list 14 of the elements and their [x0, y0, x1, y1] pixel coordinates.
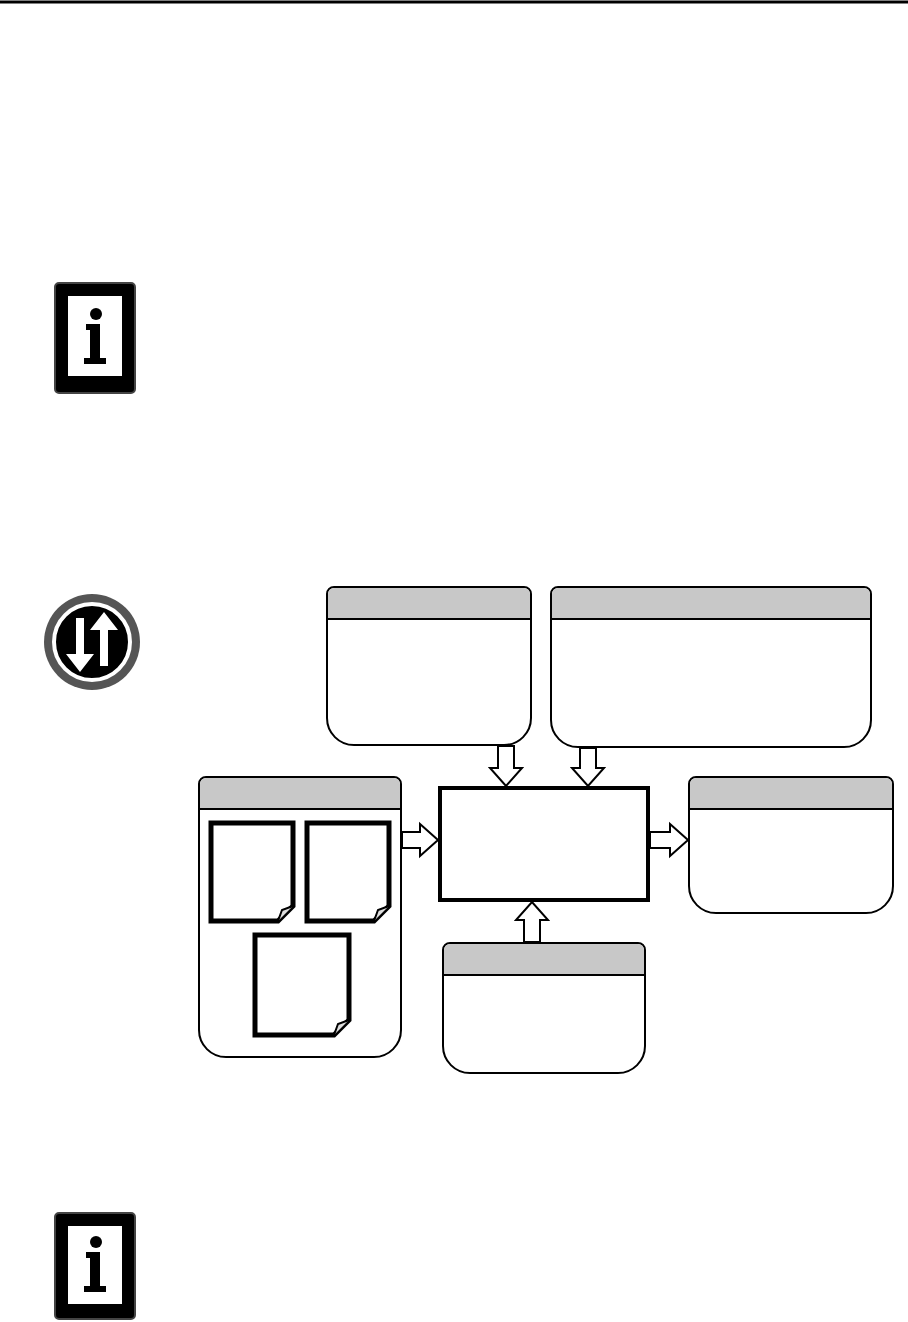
titled-panel: [326, 586, 532, 746]
group-panel: [198, 776, 402, 1058]
titled-panel: [550, 586, 872, 748]
document-page-icon: [252, 932, 352, 1038]
block-arrow: [649, 821, 690, 859]
document-page-icon: [304, 820, 392, 924]
process-box: [438, 786, 650, 902]
titled-panel: [688, 776, 894, 914]
block-arrow: [569, 747, 607, 788]
titled-panel: [442, 942, 646, 1074]
block-arrow: [513, 900, 551, 943]
block-arrow: [487, 745, 525, 788]
block-arrow: [401, 821, 440, 859]
document-page-icon: [208, 820, 296, 924]
